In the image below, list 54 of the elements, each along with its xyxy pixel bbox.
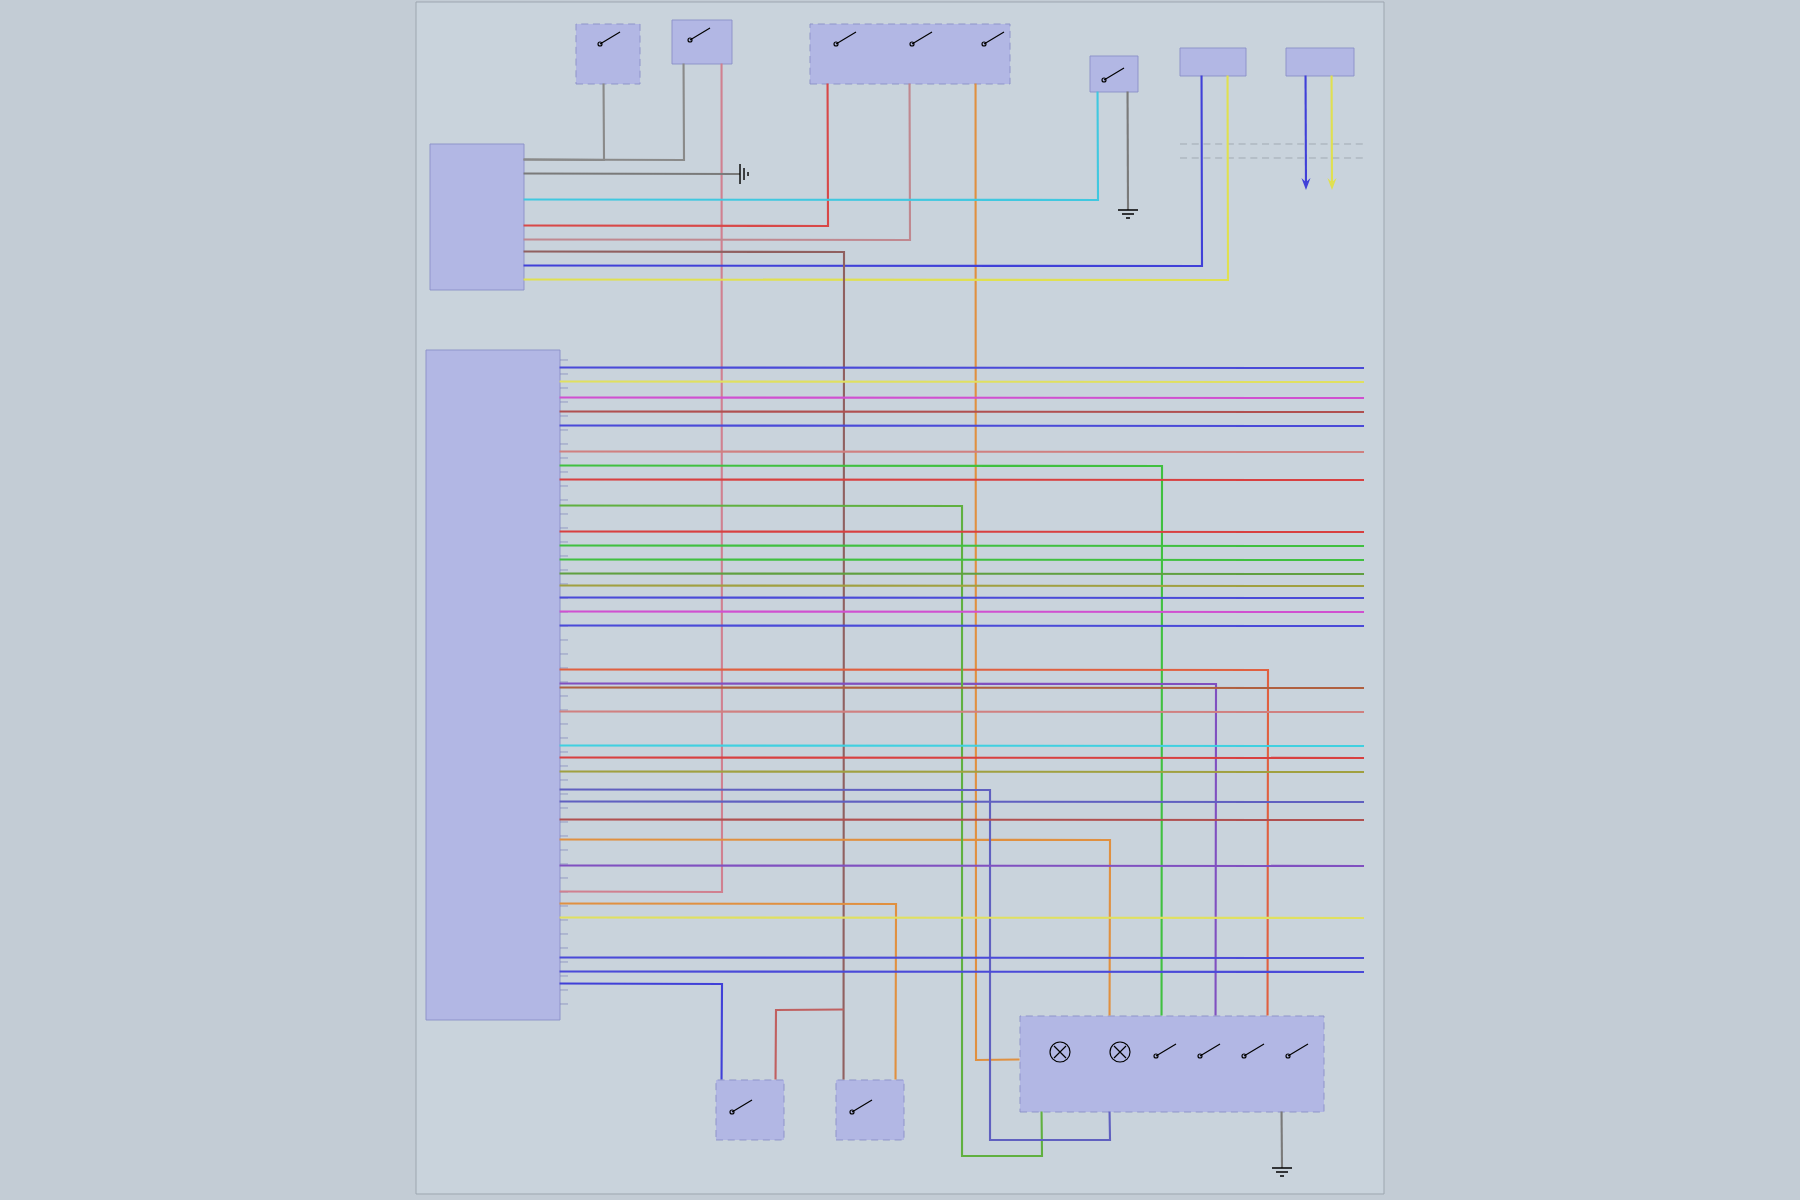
- wire: [559, 366, 1364, 370]
- module-box: [1285, 47, 1355, 77]
- wire: [559, 756, 1364, 760]
- wire: [559, 572, 1364, 576]
- module-box: [671, 19, 733, 65]
- wire: [523, 91, 1100, 202]
- wire: [1280, 1111, 1284, 1168]
- wire: [559, 380, 1364, 384]
- wire: [559, 410, 1364, 414]
- module-box: [835, 1079, 905, 1141]
- wire: [559, 544, 1364, 548]
- wire: [559, 838, 1112, 1016]
- module-box: [715, 1079, 785, 1141]
- wire: [559, 916, 1364, 920]
- wire: [559, 970, 1364, 974]
- module-box: [575, 23, 641, 85]
- wire: [559, 982, 724, 1080]
- wire: [559, 584, 1364, 588]
- wire: [559, 424, 1364, 428]
- wire: [1126, 91, 1130, 210]
- wire: [559, 596, 1364, 600]
- wire: [559, 530, 1364, 534]
- wire: [523, 83, 830, 228]
- wire: [559, 624, 1364, 628]
- wire: [559, 464, 1164, 1016]
- wire: [559, 710, 1364, 714]
- module-box: [1179, 47, 1247, 77]
- wire: [559, 504, 1044, 1158]
- wire: [559, 558, 1364, 562]
- wire: [523, 63, 686, 162]
- module-box: [429, 143, 525, 291]
- wire: [523, 250, 846, 1080]
- wire: [974, 83, 1020, 1062]
- wire: [559, 396, 1364, 400]
- wire: [559, 686, 1364, 690]
- module-box: [1089, 55, 1139, 93]
- wire: [559, 818, 1364, 822]
- wire: [559, 478, 1364, 482]
- module-box: [425, 349, 561, 1021]
- wire: [559, 450, 1364, 454]
- module-box: [809, 23, 1011, 85]
- wire: [559, 744, 1364, 748]
- wire: [774, 1008, 844, 1080]
- wire: [523, 172, 740, 176]
- wire: [559, 63, 724, 894]
- wire: [559, 770, 1364, 774]
- wire: [559, 610, 1364, 614]
- wire: [559, 788, 1112, 1142]
- module-box: [1019, 1015, 1325, 1113]
- wire: [559, 902, 898, 1080]
- wire: [559, 800, 1364, 804]
- wire: [523, 83, 912, 242]
- wire: [559, 956, 1364, 960]
- wire: [559, 864, 1364, 868]
